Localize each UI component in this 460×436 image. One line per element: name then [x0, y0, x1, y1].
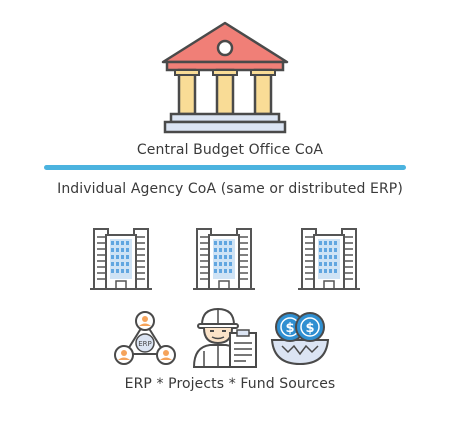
- agency-coa-title: Individual Agency CoA (same or distribut…: [57, 181, 403, 197]
- office-building-icon: [193, 225, 255, 291]
- fund-sources-icon: $ $: [268, 310, 332, 366]
- svg-text:$: $: [305, 321, 314, 336]
- bank-icon: [159, 20, 291, 138]
- erp-node-label: ERP: [138, 340, 152, 348]
- engineer-project-icon: [190, 303, 260, 369]
- erp-network-icon: ERP: [113, 310, 177, 368]
- erp-projects-fund-sources-title: ERP * Projects * Fund Sources: [124, 376, 336, 392]
- office-building-icon: [298, 225, 360, 291]
- svg-text:$: $: [285, 321, 294, 336]
- office-building-icon: [90, 225, 152, 291]
- central-budget-office-title: Central Budget Office CoA: [136, 142, 324, 158]
- divider-line: [44, 165, 406, 170]
